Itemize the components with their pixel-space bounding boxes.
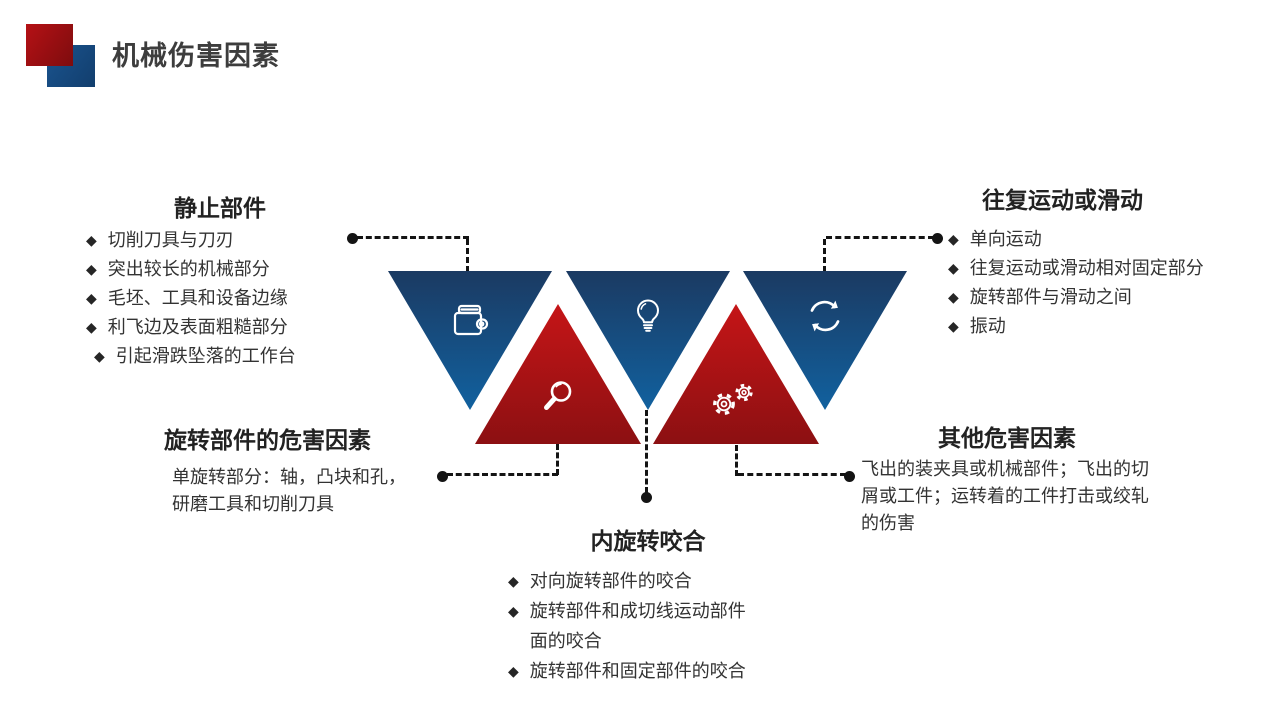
heading-rotating-parts: 旋转部件的危害因素 <box>164 427 371 453</box>
list-static-parts: ◆ 切削刀具与刀刃 ◆ 突出较长的机械部分 ◆ 毛坯、工具和设备边缘 ◆ 利飞边… <box>86 226 386 371</box>
list-item: ◆ 旋转部件与滑动之间 <box>948 283 1258 312</box>
connector-other-vertical <box>735 445 738 476</box>
list-item: ◆ 突出较长的机械部分 <box>86 255 386 284</box>
heading-reciprocating: 往复运动或滑动 <box>982 187 1143 213</box>
wallet-icon <box>453 304 489 336</box>
list-item: ◆ 引起滑跌坠落的工作台 <box>86 342 386 371</box>
page-title: 机械伤害因素 <box>112 41 280 71</box>
list-item: ◆ 切削刀具与刀刃 <box>86 226 386 255</box>
diamond-bullet-icon: ◆ <box>508 573 519 589</box>
diamond-bullet-icon: ◆ <box>948 260 959 276</box>
diamond-bullet-icon: ◆ <box>86 319 97 335</box>
diamond-bullet-icon: ◆ <box>86 232 97 248</box>
text-other-hazards: 飞出的装夹具或机械部件；飞出的切屑或工件；运转着的工件打击或绞轧的伤害 <box>861 459 1149 533</box>
text-rotating-parts: 单旋转部分：轴，凸块和孔，研磨工具和切削刀具 <box>172 467 406 514</box>
connector-static-dot <box>347 233 358 244</box>
sync-icon <box>810 300 840 332</box>
heading-static-parts: 静止部件 <box>174 195 266 221</box>
diamond-bullet-icon: ◆ <box>948 231 959 247</box>
list-item: ◆ 旋转部件和固定部件的咬合 <box>508 656 798 686</box>
connector-other-horizontal <box>738 473 846 476</box>
connector-meshing-dot <box>641 492 652 503</box>
list-item: ◆ 对向旋转部件的咬合 <box>508 566 798 596</box>
heading-inner-meshing: 内旋转咬合 <box>590 528 706 554</box>
list-item: ◆ 毛坯、工具和设备边缘 <box>86 284 386 313</box>
magnifier-icon <box>544 381 572 410</box>
connector-static-horizontal <box>357 236 469 239</box>
connector-reciprocating-vertical <box>823 239 826 272</box>
connector-rotating-dot <box>437 471 448 482</box>
connector-reciprocating-dot <box>932 233 943 244</box>
list-item: ◆ 振动 <box>948 312 1258 341</box>
heading-other-hazards: 其他危害因素 <box>938 425 1076 451</box>
connector-static-vertical <box>466 239 469 272</box>
connector-reciprocating-horizontal <box>826 236 934 239</box>
connector-rotating-vertical <box>556 444 559 475</box>
diamond-bullet-icon: ◆ <box>948 289 959 305</box>
connector-rotating-horizontal <box>447 473 558 476</box>
connector-meshing-vertical <box>645 410 648 493</box>
list-item: ◆ 旋转部件和成切线运动部件面的咬合 <box>508 596 798 656</box>
lightbulb-icon <box>637 299 659 332</box>
diamond-bullet-icon: ◆ <box>86 261 97 277</box>
list-inner-meshing: ◆ 对向旋转部件的咬合 ◆ 旋转部件和成切线运动部件面的咬合 ◆ 旋转部件和固定… <box>508 566 798 686</box>
list-item: ◆ 单向运动 <box>948 225 1258 254</box>
diamond-bullet-icon: ◆ <box>948 318 959 334</box>
gears-icon <box>713 383 753 415</box>
diamond-bullet-icon: ◆ <box>508 663 519 679</box>
logo-red-square <box>26 24 73 66</box>
list-reciprocating: ◆ 单向运动 ◆ 往复运动或滑动相对固定部分 ◆ 旋转部件与滑动之间 ◆ 振动 <box>948 225 1258 341</box>
diamond-bullet-icon: ◆ <box>508 603 519 619</box>
diamond-bullet-icon: ◆ <box>94 348 105 364</box>
list-item: ◆ 利飞边及表面粗糙部分 <box>86 313 386 342</box>
list-item: ◆ 往复运动或滑动相对固定部分 <box>948 254 1258 283</box>
connector-other-dot <box>844 471 855 482</box>
diamond-bullet-icon: ◆ <box>86 290 97 306</box>
